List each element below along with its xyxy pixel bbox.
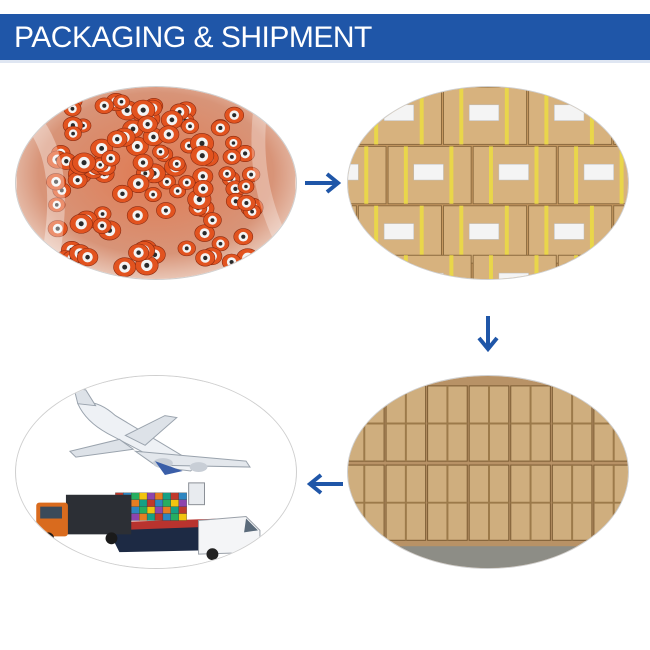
van-icon [198, 516, 261, 561]
header-banner: PACKAGING & SHIPMENT [0, 14, 650, 63]
transport-photo [15, 375, 297, 569]
airplane-icon [68, 387, 251, 475]
arrow-left-icon [305, 472, 345, 496]
rollers-illustration [16, 87, 296, 279]
cartons-illustration [348, 87, 628, 279]
cartons-photo [347, 86, 629, 280]
cargo-ship-icon [105, 482, 225, 553]
crates-illustration [348, 376, 628, 568]
rollers-in-bag-photo [15, 86, 297, 280]
arrow-down-icon [476, 314, 500, 354]
transport-illustration [16, 376, 296, 568]
wooden-crates-photo [347, 375, 629, 569]
arrow-right-icon [303, 171, 343, 195]
page-title: PACKAGING & SHIPMENT [14, 21, 372, 54]
